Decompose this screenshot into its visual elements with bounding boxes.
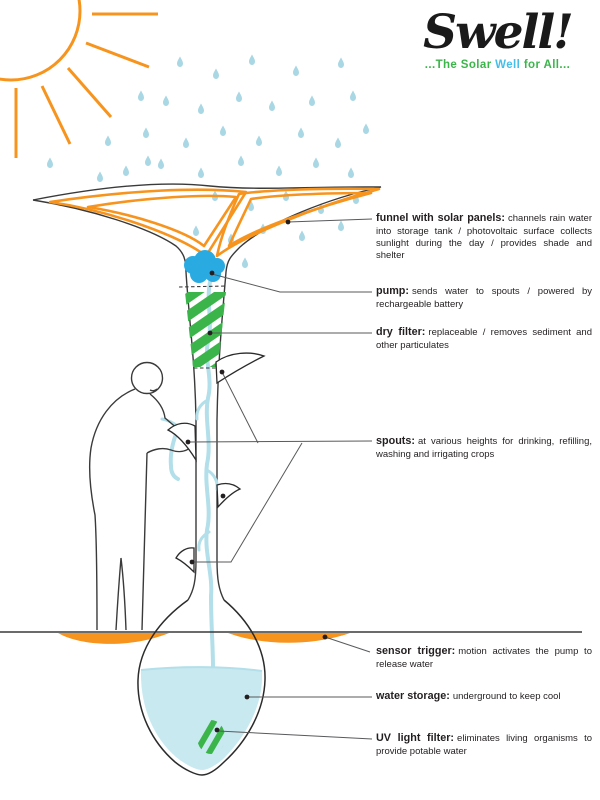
label-sensor-term: sensor trigger: <box>376 645 456 657</box>
solar-panel-bands <box>48 187 381 258</box>
label-spouts-desc: at various heights for drinking, refilli… <box>376 436 592 460</box>
tagline-part-2: Well <box>495 59 521 72</box>
label-sensor-desc: motion activates the pump to release wat… <box>376 646 592 670</box>
logo-tagline: ...The Solar Well for All... <box>400 59 595 71</box>
label-sensor: sensor trigger:motion activates the pump… <box>376 645 592 671</box>
person-figure <box>88 361 194 631</box>
sensor-trigger-pools <box>58 633 350 644</box>
label-pump-term: pump: <box>376 285 409 297</box>
label-spouts-term: spouts: <box>376 435 415 447</box>
logo: Swell! ...The Solar Well for All... <box>400 5 595 72</box>
spout-shapes <box>166 352 266 574</box>
spout-left-hands <box>166 422 197 463</box>
label-spouts: spouts:at various heights for drinking, … <box>376 435 592 461</box>
label-water-storage: water storage:underground to keep cool <box>376 690 592 704</box>
tagline-part-3: for All... <box>520 59 571 72</box>
sun-icon <box>0 0 158 158</box>
water-storage-bulb <box>137 599 266 776</box>
rain-drops-icon <box>47 54 369 268</box>
label-pump-desc: sends water to spouts / powered by recha… <box>376 286 592 310</box>
label-uv-filter-term: UV light filter: <box>376 732 455 744</box>
spout-top-right <box>215 352 266 385</box>
label-water-storage-desc: underground to keep cool <box>452 691 561 702</box>
label-funnel-term: funnel with solar panels: <box>376 212 505 224</box>
tagline-part-1: ...The Solar <box>424 59 496 72</box>
label-dry-filter-desc: replaceable / removes sediment and other… <box>376 327 592 351</box>
spout-low-left <box>175 547 195 574</box>
spout-mid-right <box>216 482 242 509</box>
label-pump: pump:sends water to spouts / powered by … <box>376 285 592 311</box>
callout-dots <box>185 219 328 733</box>
pump-cloud <box>184 250 225 283</box>
label-dry-filter-term: dry filter: <box>376 326 426 338</box>
label-dry-filter: dry filter:replaceable / removes sedimen… <box>376 326 592 352</box>
logo-title: Swell! <box>423 5 574 60</box>
section-dashes <box>178 285 228 369</box>
label-uv-filter-desc: eliminates living organisms to provide p… <box>376 733 592 757</box>
label-funnel: funnel with solar panels:channels rain w… <box>376 212 592 262</box>
label-water-storage-term: water storage: <box>376 690 450 702</box>
leader-lines <box>187 218 373 740</box>
label-funnel-desc: channels rain water into storage tank / … <box>376 213 592 262</box>
label-uv-filter: UV light filter:eliminates living organi… <box>376 732 592 758</box>
